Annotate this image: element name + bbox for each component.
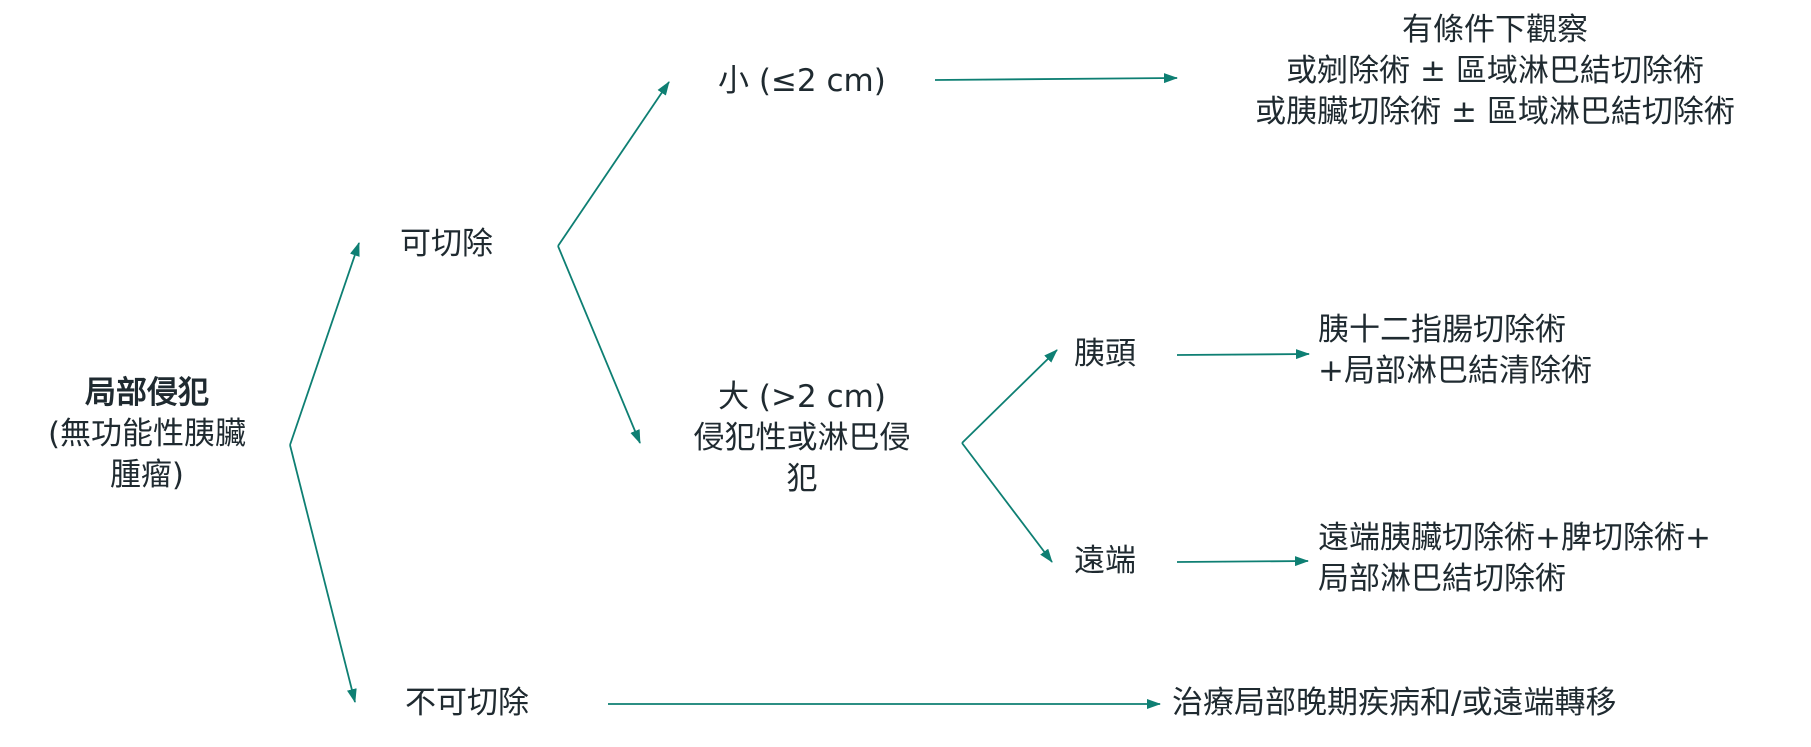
arrow-resectable-to-large bbox=[557, 245, 641, 444]
root-title: 局部侵犯 bbox=[85, 375, 209, 411]
distal-node: 遠端 bbox=[1074, 541, 1136, 582]
small-outcome-node: 有條件下觀察 或剜除術 ± 區域淋巴結切除術 或胰臟切除術 ± 區域淋巴結切除術 bbox=[1195, 10, 1795, 133]
distal-outcome-node: 遠端胰臟切除術+脾切除術+ 局部淋巴結切除術 bbox=[1318, 518, 1711, 600]
arrow-root-to-unresectable bbox=[289, 444, 357, 703]
arrow-large-to-head bbox=[961, 349, 1058, 444]
arrow-head-to-outcome bbox=[1176, 349, 1310, 360]
large-node: 大 (>2 cm) 侵犯性或淋巴侵 犯 bbox=[656, 377, 948, 500]
arrow-small-to-outcome bbox=[934, 73, 1178, 84]
head-outcome-node: 胰十二指腸切除術 +局部淋巴結清除術 bbox=[1318, 310, 1592, 392]
resectable-label: 可切除 bbox=[400, 226, 493, 262]
small-outcome-line1: 有條件下觀察 bbox=[1402, 12, 1588, 48]
head-outcome-line1: 胰十二指腸切除術 bbox=[1318, 312, 1566, 348]
head-label: 胰頭 bbox=[1074, 336, 1136, 372]
large-line2: 侵犯性或淋巴侵 bbox=[693, 419, 911, 456]
root-subtitle-line1: (無功能性胰臟 bbox=[47, 415, 247, 452]
root-node: 局部侵犯 (無功能性胰臟 腫瘤) bbox=[16, 373, 278, 496]
arrow-root-to-resectable bbox=[289, 242, 360, 446]
large-line1: 大 (>2 cm) bbox=[718, 379, 886, 415]
unresectable-label: 不可切除 bbox=[405, 685, 529, 721]
head-outcome-line2: +局部淋巴結清除術 bbox=[1318, 352, 1592, 389]
root-subtitle-line2: 腫瘤) bbox=[109, 456, 185, 493]
unresectable-outcome-label: 治療局部晚期疾病和/或遠端轉移 bbox=[1172, 685, 1617, 721]
unresectable-node: 不可切除 bbox=[405, 683, 529, 724]
head-node: 胰頭 bbox=[1074, 334, 1136, 375]
arrow-resectable-to-small bbox=[557, 81, 670, 247]
unresectable-outcome-node: 治療局部晚期疾病和/或遠端轉移 bbox=[1172, 683, 1616, 724]
resectable-node: 可切除 bbox=[400, 224, 493, 265]
arrow-large-to-distal bbox=[961, 442, 1053, 563]
small-outcome-line2: 或剜除術 ± 區域淋巴結切除術 bbox=[1286, 52, 1704, 89]
distal-outcome-line2: 局部淋巴結切除術 bbox=[1318, 560, 1566, 597]
distal-outcome-line1: 遠端胰臟切除術+脾切除術+ bbox=[1318, 520, 1711, 556]
large-line3: 犯 bbox=[786, 460, 818, 497]
arrow-distal-to-outcome bbox=[1176, 556, 1309, 567]
small-node: 小 (≤2 cm) bbox=[718, 61, 886, 102]
small-label: 小 (≤2 cm) bbox=[718, 63, 886, 99]
small-outcome-line3: 或胰臟切除術 ± 區域淋巴結切除術 bbox=[1255, 93, 1735, 130]
distal-label: 遠端 bbox=[1074, 543, 1136, 579]
